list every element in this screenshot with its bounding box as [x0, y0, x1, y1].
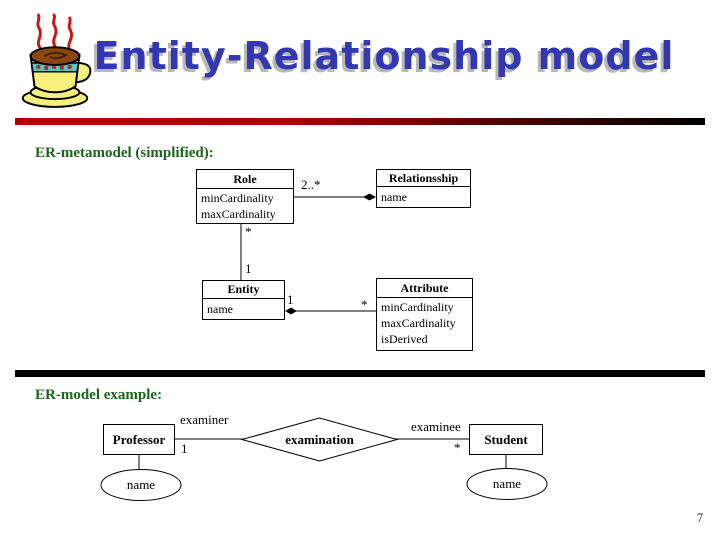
aggregation-diamond-relationship: [363, 193, 376, 201]
coffee-cup-icon: [21, 13, 92, 108]
multiplicity-role-relationship: 2..*: [301, 177, 321, 192]
class-attribute-name: Attribute: [377, 279, 472, 298]
steam-squiggles: [36, 13, 74, 52]
cardinality-examiner: 1: [181, 441, 188, 456]
entity-student: Student: [469, 424, 543, 455]
class-role: Role minCardinality maxCardinality: [196, 169, 294, 224]
band-checks: [36, 64, 72, 70]
multiplicity-entity-side: 1: [287, 292, 294, 307]
class-relationship-name: Relationsship: [377, 170, 470, 187]
professor-name-attribute-label: name: [126, 477, 156, 492]
role-examinee-label: examinee: [411, 419, 461, 434]
title-divider-bar: [15, 118, 705, 125]
class-attribute-attr-min: minCardinality: [381, 300, 454, 314]
class-role-attr-max: maxCardinality: [201, 207, 276, 221]
page-number: 7: [696, 510, 704, 525]
multiplicity-role-end: *: [245, 224, 252, 239]
student-name-attribute-label: name: [492, 476, 522, 491]
multiplicity-attribute-side: *: [361, 297, 368, 312]
class-entity: Entity name: [202, 280, 285, 320]
cardinality-examinee: *: [454, 440, 461, 455]
example-heading: ER-model example:: [35, 387, 163, 403]
aggregation-diamond-entity: [285, 307, 297, 315]
class-attribute-attr-isderived: isDerived: [381, 332, 428, 346]
coffee-surface: [29, 46, 81, 66]
relationship-examination-label: examination: [285, 432, 354, 447]
class-role-attr-min: minCardinality: [201, 191, 274, 205]
class-attribute-attr-max: maxCardinality: [381, 316, 456, 330]
metamodel-heading: ER-metamodel (simplified):: [35, 145, 214, 161]
class-entity-name: Entity: [203, 281, 284, 299]
class-attribute: Attribute minCardinality maxCardinality …: [376, 278, 473, 351]
class-relationship-attr-name: name: [381, 190, 407, 204]
entity-professor: Professor: [103, 424, 175, 455]
section-divider-bar: [15, 370, 705, 377]
role-examiner-label: examiner: [180, 412, 229, 427]
class-relationship: Relationsship name: [376, 169, 471, 208]
slide-title: Entity-Relationship model: [93, 34, 675, 78]
coffee-swirl: [43, 51, 68, 60]
multiplicity-entity-end: 1: [245, 261, 252, 276]
class-entity-attr-name: name: [207, 302, 233, 316]
class-role-name: Role: [197, 170, 293, 189]
